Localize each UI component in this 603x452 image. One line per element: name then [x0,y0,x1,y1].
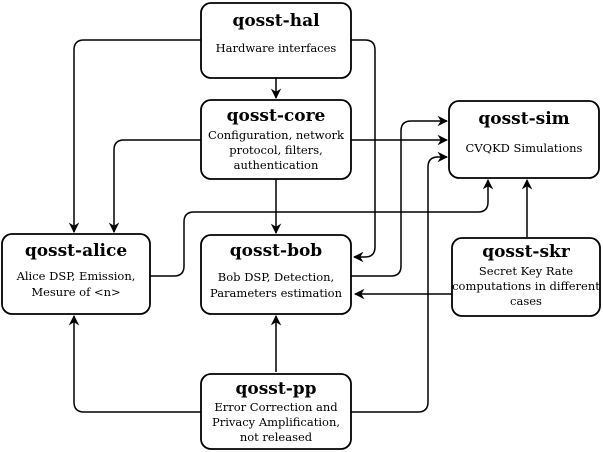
node-desc-line: CVQKD Simulations [466,141,583,155]
node-desc-line: computations in different [452,279,600,293]
node-qosst-pp[interactable]: qosst-pp Error Correction and Privacy Am… [200,373,352,450]
edges [68,39,533,413]
node-desc-line: cases [510,294,542,308]
node-qosst-alice[interactable]: qosst-alice Alice DSP, Emission, Mesure … [1,233,151,315]
edge-core-to-alice [108,139,201,234]
edge-hal-to-bob [351,39,376,263]
node-qosst-skr[interactable]: qosst-skr Secret Key Rate computations i… [451,237,601,317]
node-qosst-core[interactable]: qosst-core Configuration, network protoc… [200,99,352,180]
node-qosst-bob[interactable]: qosst-bob Bob DSP, Detection, Parameters… [200,234,352,315]
edge-pp-to-sim [351,151,449,413]
node-desc-line: not released [240,430,313,444]
node-desc-line: Configuration, network [208,128,345,142]
node-desc-line: Mesure of <n> [31,285,120,299]
edge-bob-to-sim [351,115,449,277]
node-qosst-hal[interactable]: qosst-hal Hardware interfaces [200,2,352,79]
node-title: qosst-pp [235,379,316,399]
node-desc-line: Error Correction and [214,400,338,414]
node-desc-line: Secret Key Rate [479,264,573,278]
node-desc-line: Bob DSP, Detection, [218,270,334,284]
node-qosst-sim[interactable]: qosst-sim CVQKD Simulations [448,100,600,179]
edge-pp-to-alice [68,314,201,413]
node-title: qosst-skr [482,242,571,262]
node-desc-line: authentication [234,158,319,172]
node-title: qosst-bob [230,241,323,261]
node-desc-line: Privacy Amplification, [212,415,340,429]
node-desc-line: Parameters estimation [210,286,343,300]
node-desc-line: protocol, filters, [229,143,323,157]
edge-hal-to-alice [68,39,201,234]
node-title: qosst-alice [25,241,128,261]
node-desc-line: Alice DSP, Emission, [16,269,136,283]
node-title: qosst-sim [478,109,569,129]
node-title: qosst-hal [232,11,320,31]
node-title: qosst-core [227,106,326,126]
edge-alice-to-sim [150,178,494,277]
node-desc-line: Hardware interfaces [216,41,337,55]
